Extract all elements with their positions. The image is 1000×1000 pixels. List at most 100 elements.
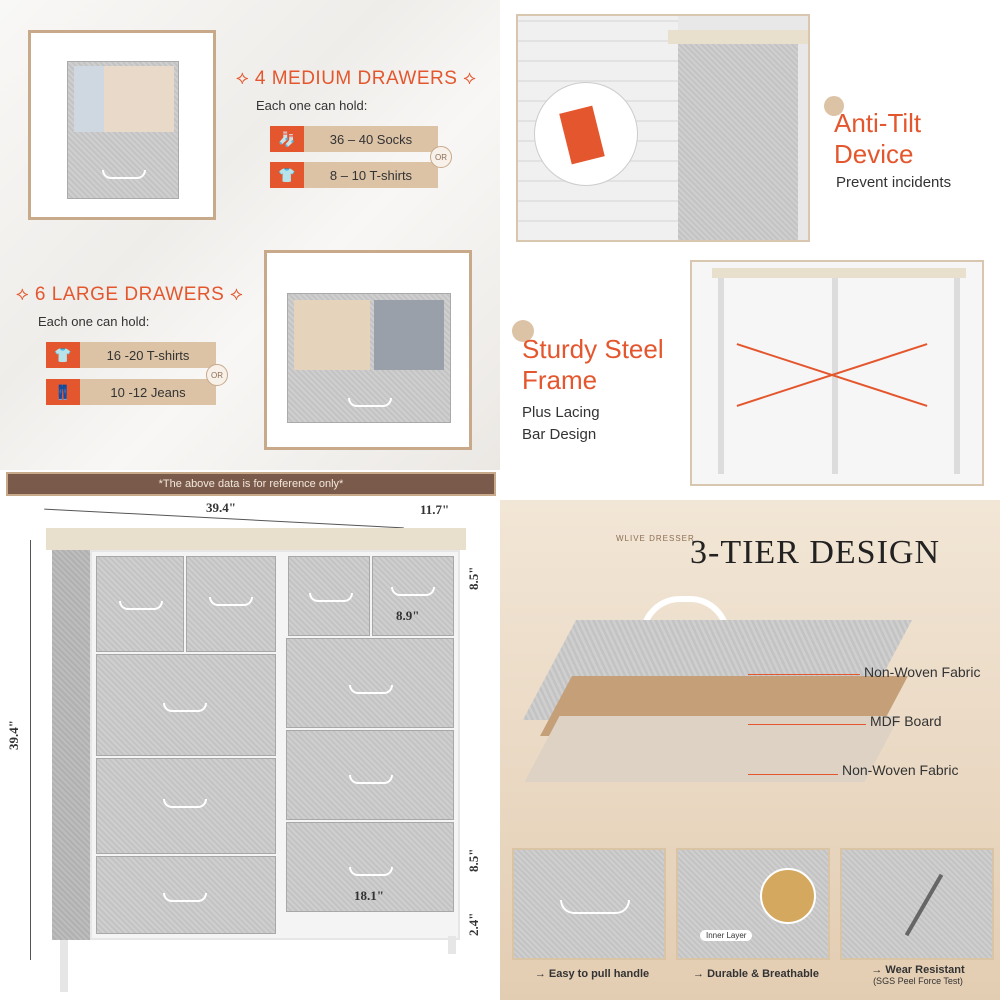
medium-option-label: 8 – 10 T-shirts: [304, 162, 438, 188]
or-badge: OR: [430, 146, 452, 168]
large-drawer[interactable]: [286, 822, 454, 912]
drawer-handle-icon: [349, 685, 393, 694]
anti-tilt-title: Anti-Tilt Device: [834, 108, 922, 169]
drawer-handle-icon: [163, 799, 207, 808]
width-dimension: 39.4": [206, 500, 236, 515]
large-height-dimension: 8.5": [466, 848, 481, 872]
medium-drawer-box: [67, 61, 179, 199]
brand-mark: WLIVE DRESSER: [616, 534, 695, 543]
large-drawer[interactable]: [96, 654, 276, 756]
depth-dimension: 11.7": [420, 502, 450, 517]
large-option-tshirts: 👕 16 -20 T-shirts: [46, 342, 216, 368]
drawer-handle-icon: [119, 601, 163, 610]
handle-swatch: [512, 848, 666, 960]
banner-text: *The above data is for reference only*: [158, 478, 344, 490]
medium-option-tshirts: 👕 8 – 10 T-shirts: [270, 162, 438, 188]
dresser-top-board: [46, 528, 466, 550]
shirt-stack: [294, 300, 370, 370]
medium-subtitle: Each one can hold:: [256, 98, 368, 113]
accent-dot: [512, 320, 534, 342]
drawer-handle-icon: [163, 703, 207, 712]
wear-swatch: [840, 848, 994, 960]
falling-dresser-icon: [559, 105, 605, 165]
dresser-side: [678, 44, 798, 240]
tier-title: 3-TIER DESIGN: [690, 534, 941, 571]
dresser-leg: [60, 940, 68, 992]
jeans-icon: 👖: [46, 379, 80, 405]
steel-frame-photo: [690, 260, 984, 486]
layer-label-bottom: Non-Woven Fabric: [842, 762, 959, 778]
screwdriver-icon: [904, 873, 944, 937]
layer-label-top: Non-Woven Fabric: [864, 664, 981, 680]
drawer-handle-icon: [349, 867, 393, 876]
tip-over-illustration: [534, 82, 638, 186]
frame-post: [718, 278, 724, 474]
ornament-icon: ⟡: [16, 284, 35, 305]
medium-drawer[interactable]: [186, 556, 276, 652]
arrow-icon: →: [693, 968, 708, 980]
feature-caption: → Durable & Breathable: [693, 968, 819, 980]
medium-drawers-title: ⟡ 4 MEDIUM DRAWERS ⟡: [236, 68, 477, 89]
feature-caption: → Wear Resistant (SGS Peel Force Test): [840, 964, 996, 986]
steel-subtitle: Plus Lacing Bar Design: [522, 404, 600, 443]
inner-layer-circle: [760, 868, 816, 924]
large-width-dimension: 18.1": [354, 888, 384, 903]
drawer-handle-icon: [102, 170, 146, 179]
frame-top: [712, 268, 966, 278]
medium-drawer[interactable]: [288, 556, 370, 636]
drawer-handle-icon: [560, 900, 630, 914]
large-drawer[interactable]: [286, 730, 454, 820]
drawer-handle-icon: [163, 893, 207, 902]
large-option-label: 16 -20 T-shirts: [80, 342, 216, 368]
pointer-line: [748, 724, 866, 725]
medium-option-label: 36 – 40 Socks: [304, 126, 438, 152]
folded-clothes: [74, 66, 174, 132]
dresser-leg: [448, 936, 456, 954]
pointer-line: [748, 674, 860, 675]
tshirt-icon: 👕: [46, 342, 80, 368]
frame-post: [954, 278, 960, 474]
large-drawer-box: [287, 293, 451, 423]
ornament-icon: ⟡: [224, 284, 244, 305]
large-subtitle: Each one can hold:: [38, 314, 150, 329]
medium-drawer[interactable]: [96, 556, 184, 652]
ornament-icon: ⟡: [236, 68, 255, 89]
height-line: [30, 540, 31, 960]
medium-option-socks: 🧦 36 – 40 Socks: [270, 126, 438, 152]
medium-drawer[interactable]: [372, 556, 454, 636]
large-option-label: 10 -12 Jeans: [80, 379, 216, 405]
dresser-side-panel: [52, 550, 92, 940]
drawer-handle-icon: [391, 587, 435, 596]
arrow-icon: →: [871, 964, 886, 976]
medium-drawer-photo: [28, 30, 216, 220]
large-drawers-title: ⟡ 6 LARGE DRAWERS ⟡: [16, 284, 244, 305]
large-option-jeans: 👖 10 -12 Jeans: [46, 379, 216, 405]
feature-caption: → Easy to pull handle: [534, 968, 650, 980]
arrow-icon: →: [534, 968, 549, 980]
anti-tilt-subtitle: Prevent incidents: [836, 174, 952, 191]
drawer-handle-icon: [309, 593, 353, 602]
reference-banner: *The above data is for reference only*: [6, 472, 496, 496]
breathable-swatch: Inner Layer: [676, 848, 830, 960]
layer-label-middle: MDF Board: [870, 713, 942, 729]
feature-subcaption: (SGS Peel Force Test): [873, 976, 963, 986]
jeans-stack: [374, 300, 444, 370]
large-drawer-photo: [264, 250, 472, 450]
tshirt-icon: 👕: [270, 162, 304, 188]
anti-tilt-photo: [516, 14, 810, 242]
steel-title: Sturdy Steel Frame: [522, 334, 664, 395]
drawer-handle-icon: [209, 597, 253, 606]
ornament-icon: ⟡: [457, 68, 477, 89]
drawer-handle-icon: [349, 775, 393, 784]
large-drawer[interactable]: [96, 758, 276, 854]
large-drawer[interactable]: [286, 638, 454, 728]
inner-layer-label: Inner Layer: [700, 930, 753, 941]
medium-height-dimension: 8.5": [466, 566, 481, 590]
socks-icon: 🧦: [270, 126, 304, 152]
accent-dot: [824, 96, 844, 116]
medium-width-dimension: 8.9": [396, 608, 420, 623]
large-drawer[interactable]: [96, 856, 276, 934]
dresser-top: [668, 30, 808, 44]
pointer-line: [748, 774, 838, 775]
height-dimension: 39.4": [6, 720, 21, 750]
